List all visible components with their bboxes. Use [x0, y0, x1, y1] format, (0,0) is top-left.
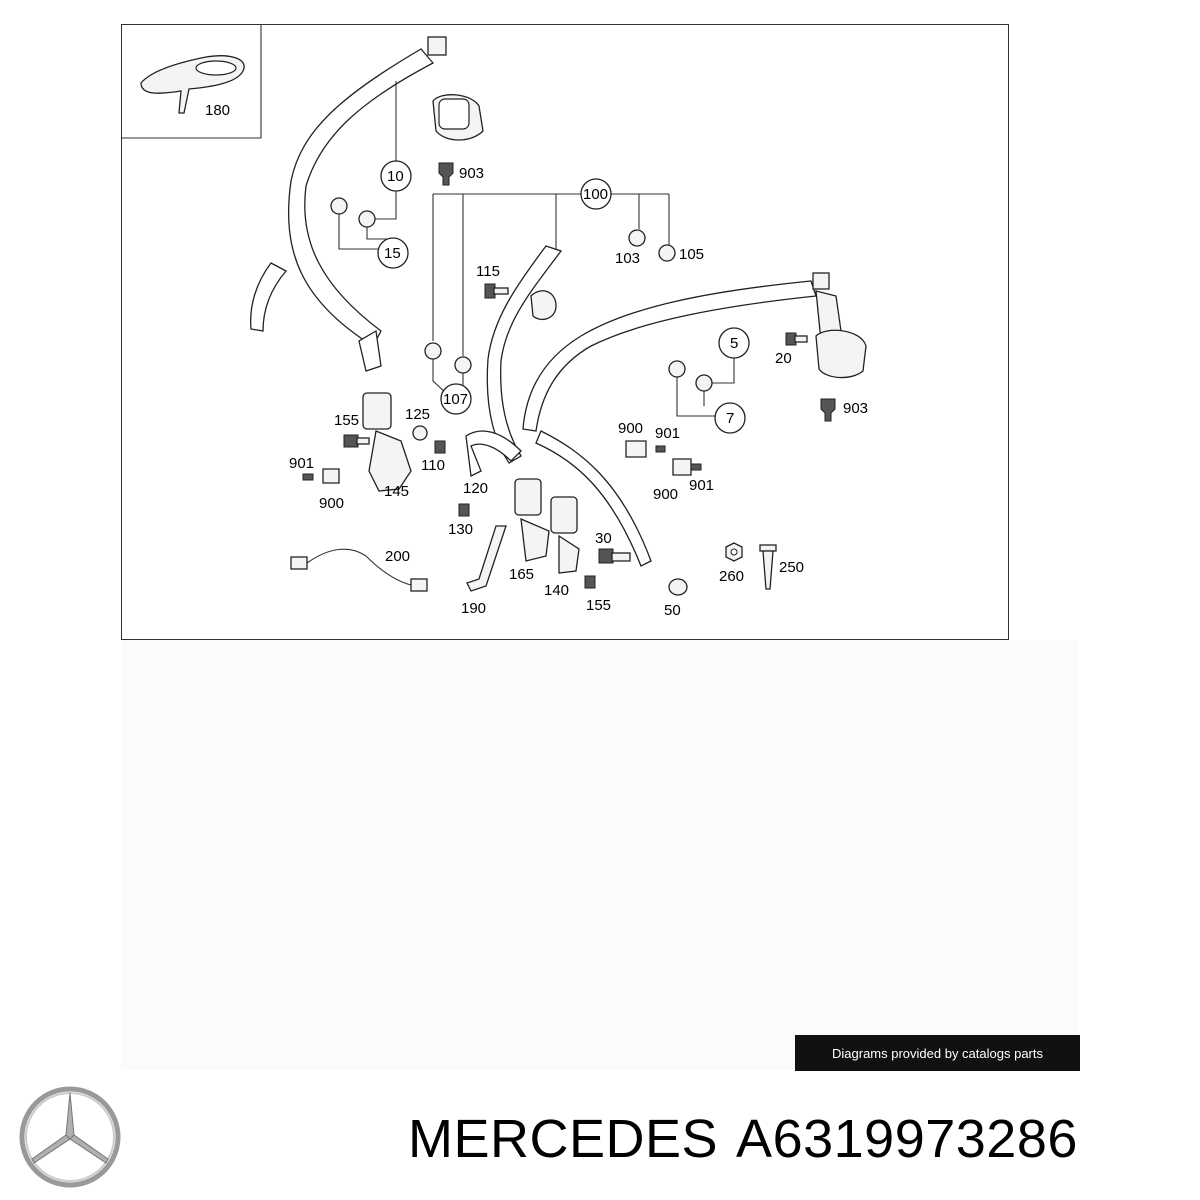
label-125: 125 [405, 406, 430, 423]
label-900-left: 900 [319, 495, 344, 512]
label-260: 260 [719, 568, 744, 585]
label-903-top: 903 [459, 165, 484, 182]
label-130: 130 [448, 521, 473, 538]
label-903-right: 903 [843, 400, 868, 417]
label-105: 105 [679, 246, 704, 263]
label-115: 115 [476, 263, 500, 280]
left-belt [250, 48, 435, 372]
label-190: 190 [461, 600, 486, 617]
label-120: 120 [463, 480, 488, 497]
credit-badge: Diagrams provided by catalogs parts [795, 1035, 1080, 1071]
label-30: 30 [595, 530, 612, 547]
mercedes-star-icon [19, 1086, 121, 1188]
part-number: A6319973286 [736, 1109, 1078, 1169]
label-50: 50 [664, 602, 681, 619]
label-901-mid-top: 901 [655, 425, 680, 442]
cable-200: 200 [290, 548, 428, 592]
brand-part-title: MERCEDES A6319973286 [408, 1108, 1096, 1170]
watermark-area [121, 640, 1079, 1070]
label-10: 10 [387, 168, 404, 185]
label-180: 180 [205, 102, 230, 119]
label-900-mid: 900 [653, 486, 678, 503]
parts-diagram: 180 903 10 15 [121, 24, 1009, 640]
left-buckle-assembly: 155 125 110 901 900 145 [289, 392, 446, 512]
callout-group-100: 100 103 105 107 [424, 178, 704, 415]
label-901-mid: 901 [689, 477, 714, 494]
callout-group-10-15: 10 15 [330, 81, 412, 269]
label-100: 100 [583, 186, 608, 203]
label-15: 15 [384, 245, 401, 262]
upper-retractor: 903 [427, 36, 484, 186]
right-belt: 903 20 [522, 272, 868, 567]
center-buckle-assembly: 120 130 900 901 900 901 30 165 140 155 1… [448, 420, 714, 619]
label-107: 107 [443, 391, 468, 408]
callout-group-5-7: 5 7 [668, 327, 750, 434]
label-103: 103 [615, 250, 640, 267]
label-250: 250 [779, 559, 804, 576]
inset-180: 180 [122, 25, 262, 139]
label-200: 200 [385, 548, 410, 565]
label-901-left: 901 [289, 455, 314, 472]
parts-diagram-drawing: 180 903 10 15 [122, 25, 868, 619]
brand-name: MERCEDES [408, 1109, 719, 1169]
label-140: 140 [544, 582, 569, 599]
bolt-115: 115 [476, 263, 509, 299]
label-155-left: 155 [334, 412, 359, 429]
label-7: 7 [726, 410, 734, 427]
label-5: 5 [730, 335, 738, 352]
label-20: 20 [775, 350, 792, 367]
label-110: 110 [421, 457, 445, 474]
label-155-mid: 155 [586, 597, 611, 614]
label-900-mid-top: 900 [618, 420, 643, 437]
label-165: 165 [509, 566, 534, 583]
fasteners-260-250: 260 250 [719, 542, 804, 590]
label-145: 145 [384, 483, 409, 500]
center-belt [465, 245, 563, 477]
